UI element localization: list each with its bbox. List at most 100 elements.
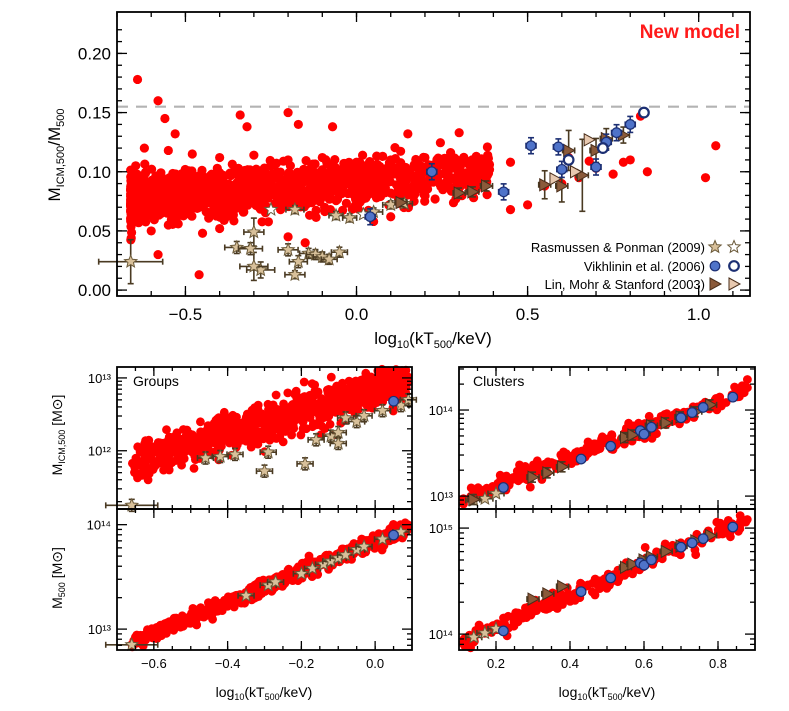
top-panel-frame <box>116 11 751 297</box>
sim-point <box>557 452 567 462</box>
sim-point <box>237 420 247 429</box>
sim-point <box>624 418 633 428</box>
vikhlinin-circle <box>605 440 617 452</box>
rasmussen-star <box>330 435 346 450</box>
sim-point <box>380 164 390 174</box>
sim-point <box>474 168 484 178</box>
sim-point <box>552 604 562 613</box>
x-tick-label: 0.2 <box>487 656 505 671</box>
vikhlinin-circle <box>388 395 399 407</box>
rasmussen-star <box>375 402 390 418</box>
sim-point <box>278 437 288 447</box>
sim-point <box>463 157 473 168</box>
sim-point <box>135 447 145 457</box>
sim-point <box>386 212 396 222</box>
sim-point <box>430 194 440 204</box>
sim-point <box>358 388 367 397</box>
lin-triangle <box>539 177 552 192</box>
rasmussen-star <box>330 424 346 439</box>
sim-point <box>158 207 168 217</box>
sim-point <box>159 442 169 452</box>
legend-star-filled <box>707 239 723 254</box>
sim-point <box>299 377 309 387</box>
legend-label-rasmussen: Rasmussen & Ponman (2009) <box>531 240 705 255</box>
lin-triangle <box>481 179 494 193</box>
sim-point <box>311 420 321 430</box>
sim-point <box>505 157 516 167</box>
sim-point <box>132 74 143 85</box>
sim-point <box>483 150 493 160</box>
sim-point <box>311 205 321 215</box>
sim-point <box>359 397 368 406</box>
sim-point <box>201 194 211 204</box>
sim-point <box>212 163 222 173</box>
sim-point <box>251 164 261 174</box>
sim-point <box>246 583 256 592</box>
sim-point <box>162 425 171 435</box>
clusters-title: Clusters <box>473 373 524 389</box>
sim-point <box>173 442 183 451</box>
sim-point <box>397 366 407 375</box>
sim-point <box>242 122 252 132</box>
sim-point <box>126 201 136 211</box>
vikhlinin-circle <box>646 421 657 433</box>
rasmussen-star <box>287 201 303 216</box>
sim-point <box>587 587 597 597</box>
sim-point <box>292 393 302 403</box>
sim-point <box>338 205 348 215</box>
sim-point <box>151 192 161 202</box>
sim-point <box>228 210 238 220</box>
sim-point <box>384 382 393 392</box>
sim-point <box>395 180 405 190</box>
rasmussen-star <box>227 446 243 461</box>
sim-point <box>148 207 158 217</box>
sim-point <box>409 183 419 193</box>
sim-point <box>235 110 245 120</box>
sim-point <box>454 179 464 189</box>
sim-point <box>146 632 156 641</box>
sim-point <box>211 208 221 218</box>
sim-point <box>215 152 225 163</box>
sim-point <box>458 171 468 181</box>
sim-point <box>435 138 445 148</box>
sim-point <box>327 388 337 398</box>
sim-point <box>194 171 204 181</box>
sim-point <box>584 156 594 166</box>
sim-point <box>249 150 259 160</box>
sim-point <box>310 159 320 169</box>
rasmussen-star <box>328 207 344 222</box>
sim-point <box>215 223 225 234</box>
sim-point <box>196 417 205 427</box>
sim-point <box>625 155 635 165</box>
sim-point <box>331 401 341 411</box>
y-tick-label: 0.00 <box>78 281 111 300</box>
sim-point <box>191 443 201 453</box>
vikhlinin-circle-hollow <box>638 106 650 119</box>
sim-point <box>469 176 479 186</box>
rasmussen-star <box>331 244 347 259</box>
sim-point <box>264 175 274 185</box>
sim-point <box>276 195 286 205</box>
vikhlinin-circle <box>426 166 438 178</box>
sim-point <box>323 412 333 422</box>
simulation-points <box>126 74 721 280</box>
groups-xlabel: log10(kT500/keV) <box>216 684 313 702</box>
vikhlinin-circle <box>498 625 509 637</box>
sim-point <box>196 201 206 211</box>
sim-point <box>271 168 281 178</box>
sim-point <box>271 158 282 168</box>
sim-point <box>289 407 299 417</box>
x-tick-label: 0.6 <box>635 656 653 671</box>
sim-point <box>396 146 406 156</box>
sim-point <box>307 186 317 197</box>
sim-point <box>239 207 249 217</box>
sim-point <box>332 171 342 181</box>
sim-point <box>140 196 150 206</box>
sim-point <box>338 179 348 189</box>
sim-point <box>197 228 208 238</box>
sim-point <box>233 163 243 173</box>
rasmussen-star <box>246 258 262 273</box>
vikhlinin-circle <box>697 402 709 413</box>
